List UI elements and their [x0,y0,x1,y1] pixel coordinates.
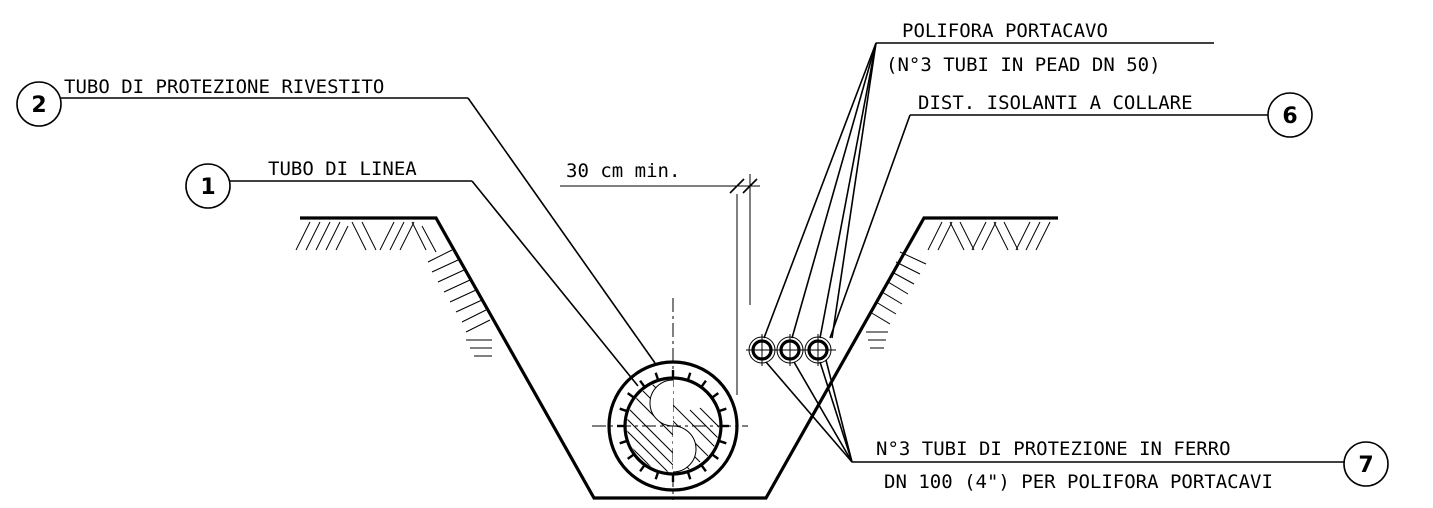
spacer-tick [686,372,692,381]
spacer-tick [718,407,727,413]
insulating-spacers [617,370,729,482]
spacer-tick [700,379,707,388]
ground-hatch-right [866,221,1051,349]
spacer-tick [654,471,660,480]
callout-2-number: 2 [31,93,46,118]
callout-7-circle [1343,441,1389,487]
dimension-30cm [560,174,760,395]
callout-7-leaders [765,359,853,463]
polifora-label-line2: (N°3 TUBI IN PEAD DN 50) [886,54,1161,76]
callout-7-label-line1: N°3 TUBI DI PROTEZIONE IN FERRO [876,438,1231,460]
spacer-tick [619,407,628,413]
spacer-tick [686,471,692,480]
spacer-tick [700,464,707,473]
callout-6-label: DIST. ISOLANTI A COLLARE [918,92,1193,114]
spacer-tick [639,379,646,388]
callout-7-number: 7 [1358,453,1373,478]
trench-outline [300,216,1058,500]
callout-7-label-line2: DN 100 (4") PER POLIFORA PORTACAVI [884,471,1273,493]
spacer-tick [626,453,635,460]
polifora-leaders [763,42,877,339]
callout-1-number: 1 [200,175,215,200]
spacer-tick [626,392,635,399]
spacer-tick [711,392,720,399]
dimension-label: 30 cm min. [566,160,680,182]
spacer-tick [711,453,720,460]
callout-2-circle [16,81,62,127]
callout-6-number: 6 [1282,104,1297,129]
callout-1-label: TUBO DI LINEA [268,158,417,180]
callout-2-label: TUBO DI PROTEZIONE RIVESTITO [64,76,384,98]
spacer-tick [718,439,727,445]
spacer-tick [654,372,660,381]
callout-1-circle [185,163,231,209]
polifora-pipes [746,334,836,366]
spacer-tick [639,464,646,473]
ground-hatch-left [295,221,492,357]
spacer-tick [619,439,628,445]
protection-pipe [607,360,739,492]
polifora-label-line1: POLIFORA PORTACAVO [902,20,1108,42]
